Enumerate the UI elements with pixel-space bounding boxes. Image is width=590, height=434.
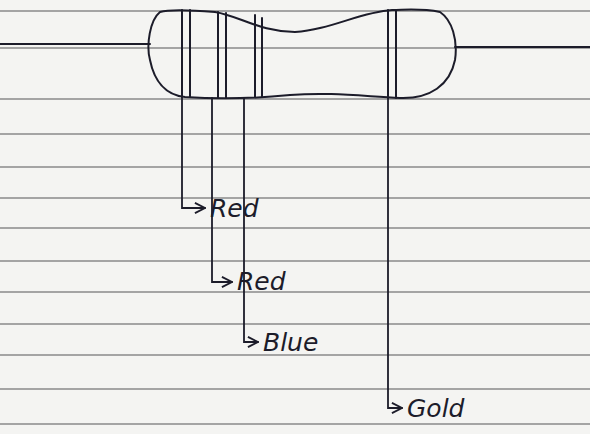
leader-lines: [182, 97, 402, 408]
color-band-label: Gold: [407, 396, 464, 421]
color-band-label: Red: [210, 196, 259, 221]
color-band-label: Blue: [263, 330, 318, 355]
resistor-symbol: [0, 10, 590, 99]
color-band-label: Red: [237, 269, 286, 294]
ruled-lines: [0, 11, 590, 424]
